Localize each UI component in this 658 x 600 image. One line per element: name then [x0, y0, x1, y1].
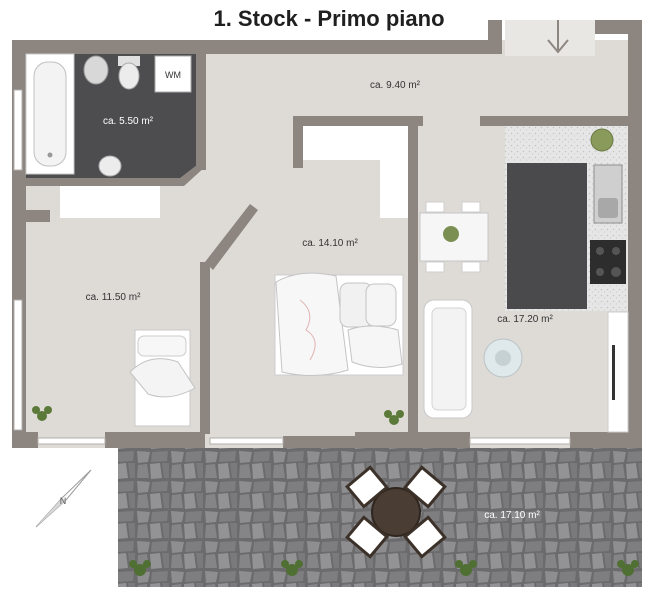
bathroom-sink — [83, 55, 109, 85]
tv-unit — [607, 311, 629, 433]
toilet — [118, 56, 140, 90]
area-label-hall: ca. 9.40 m² — [370, 80, 421, 91]
plant-icon — [384, 410, 404, 425]
kitchen-plant — [590, 128, 614, 152]
terrace-table-set — [345, 465, 447, 559]
bathtub — [25, 53, 75, 175]
compass-north-letter: N — [60, 496, 67, 506]
area-label-bedroom-main: ca. 14.10 m² — [302, 238, 358, 249]
plant-icon — [281, 560, 303, 576]
area-label-bedroom-left: ca. 11.50 m² — [86, 292, 142, 303]
wardrobe-left — [60, 186, 160, 218]
washing-machine: WM — [154, 55, 192, 93]
cooktop — [590, 240, 626, 284]
coffee-table — [483, 338, 523, 378]
kitchen-island — [507, 163, 587, 309]
dining-table — [419, 201, 489, 273]
entrance-arrow-icon — [547, 20, 569, 54]
area-label-bathroom: ca. 5.50 m² — [103, 116, 154, 127]
double-bed — [274, 272, 404, 377]
windows — [13, 89, 571, 445]
wardrobe-main-side — [380, 126, 408, 218]
plant-icon — [617, 560, 639, 576]
area-label-terrace: ca. 17.10 m² — [484, 510, 540, 521]
bidet — [98, 155, 122, 177]
wardrobe-main — [303, 126, 383, 160]
kitchen-sink — [593, 164, 623, 224]
compass-icon: N — [35, 469, 92, 528]
plant-icon — [32, 406, 52, 421]
single-bed — [129, 329, 196, 427]
washing-machine-label: WM — [165, 70, 181, 80]
plan-title: 1. Stock - Primo piano — [213, 6, 445, 31]
area-label-living-kitchen: ca. 17.20 m² — [497, 314, 553, 325]
entrance-floor — [505, 20, 595, 56]
plant-icon — [129, 560, 151, 576]
plant-icon — [455, 560, 477, 576]
sofa — [423, 299, 473, 419]
